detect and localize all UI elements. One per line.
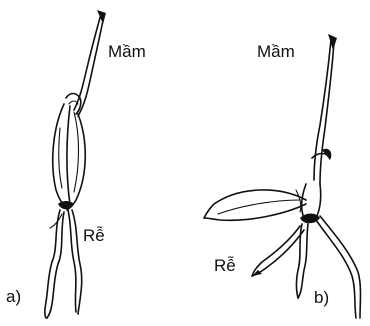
- figure-b-stem-sheath: [302, 149, 332, 222]
- figure-b-seedling: [204, 34, 361, 318]
- figure-b-root-label: Rễ: [214, 256, 236, 275]
- figure-a-seedling: [45, 10, 106, 318]
- figure-b-panel-label: b): [314, 288, 329, 307]
- figure-a-seed: [53, 104, 86, 210]
- figure-b-shoot-label: Mầm: [257, 42, 295, 61]
- figure-a-root-label: Rễ: [83, 226, 105, 245]
- figure-a-coleoptile: [66, 94, 81, 115]
- figure-a-shoot: [74, 10, 106, 116]
- figure-a-node: [58, 201, 74, 209]
- figure-a-shoot-label: Mầm: [108, 42, 146, 61]
- figure-a-panel-label: a): [6, 287, 21, 306]
- figure-b-cotyledons: [204, 190, 306, 220]
- figure-a-roots: [45, 210, 82, 318]
- figure-b-shoot: [314, 34, 337, 184]
- figure-b-roots: [252, 216, 361, 318]
